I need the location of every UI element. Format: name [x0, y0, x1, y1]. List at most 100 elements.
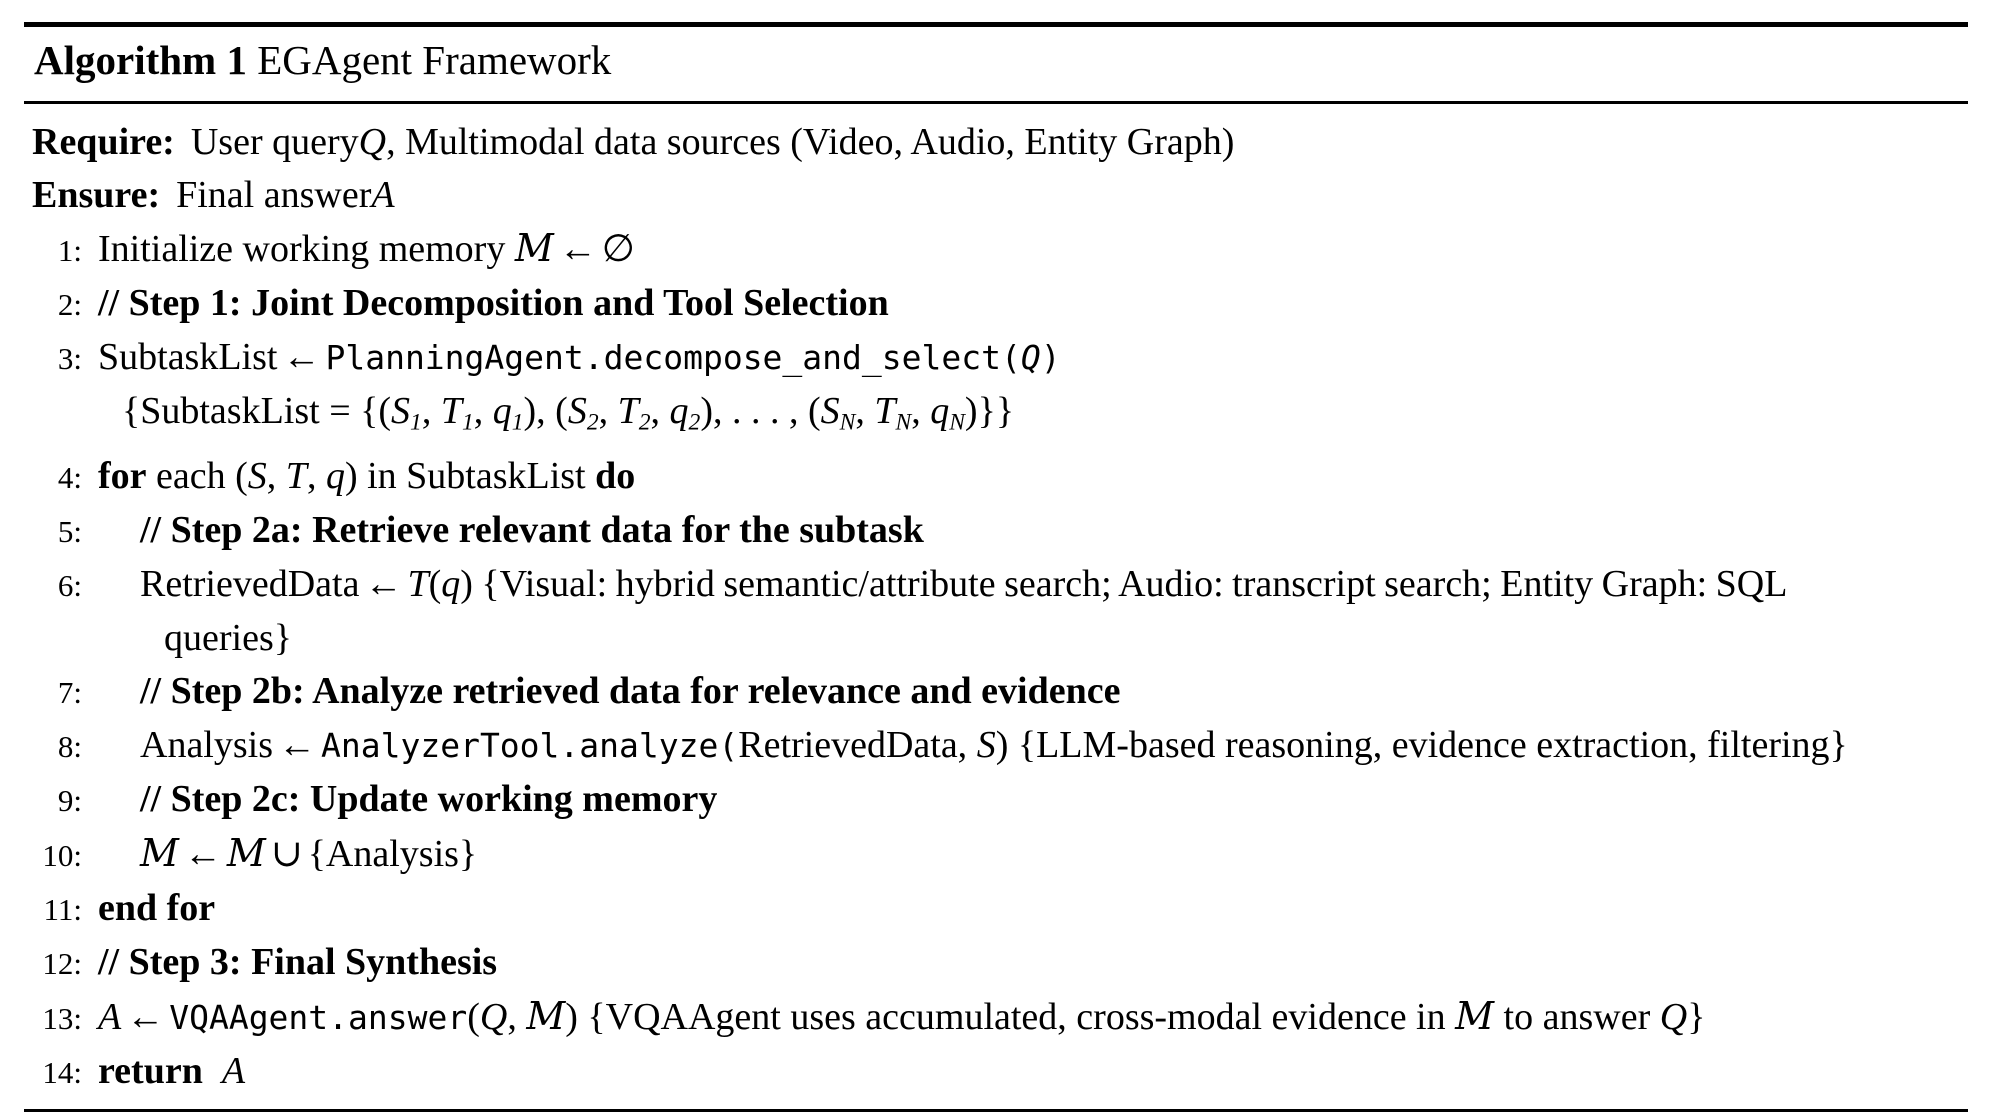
comma-2: , — [306, 454, 326, 497]
step-content: // Step 2c: Update working memory — [98, 773, 1968, 826]
step-content: end for — [98, 886, 216, 929]
algorithm-step-7: 7: // Step 2b: Analyze retrieved data fo… — [24, 665, 1968, 719]
step-number: 4: — [57, 459, 82, 495]
query-symbol: Q — [1659, 995, 1688, 1038]
algorithm-step-6: 6: RetrievedData←T(q) {Visual: hybrid se… — [24, 558, 1968, 612]
analyze-arg2: S — [976, 723, 996, 766]
s1: S — [391, 390, 411, 432]
ensure-answer-var: A — [371, 174, 395, 216]
arg-close: ) — [565, 995, 578, 1038]
step12-comment-text: Step 3: Final Synthesis — [128, 940, 498, 983]
step-content: // Step 1: Joint Decomposition and Tool … — [98, 277, 1968, 330]
arg-close: ) — [460, 562, 473, 605]
step1-text: Initialize working memory — [98, 228, 515, 270]
for-keyword: for — [98, 454, 147, 497]
step-content: // Step 3: Final Synthesis — [98, 936, 1968, 989]
comment-marker: // — [98, 940, 120, 983]
s2: S — [567, 390, 587, 432]
arg-open: ( — [467, 995, 480, 1038]
step-content: SubtaskList←PlanningAgent.decompose_and_… — [98, 331, 1968, 384]
set-open: {SubtaskList = {( — [122, 390, 392, 432]
algorithm-step-5: 5: // Step 2a: Retrieve relevant data fo… — [24, 504, 1968, 558]
algorithm-step-13: 13: A←VQAAgent.answer(Q, M) {VQAAgent us… — [24, 990, 1968, 1045]
step-content: for each (S, T, q) in SubtaskList do — [98, 450, 1968, 503]
step13-note-a: {VQAAgent uses accumulated, cross-modal … — [587, 995, 1456, 1038]
step-number: 11: — [43, 891, 82, 927]
tN-sub: N — [895, 409, 912, 436]
memory-symbol: M — [1455, 993, 1495, 1038]
require-label: Require: — [32, 121, 175, 163]
step-content: // Step 2a: Retrieve relevant data for t… — [98, 504, 1968, 557]
s2-sub: 2 — [586, 409, 599, 436]
step3-lhs: SubtaskList — [98, 336, 278, 378]
assign-arrow: ← — [126, 995, 165, 1038]
assign-arrow: ← — [364, 562, 403, 605]
subtask-var-s: S — [247, 454, 267, 497]
step-content: Initialize working memory M←∅ — [98, 222, 1968, 276]
algorithm-step-8: 8: Analysis←AnalyzerTool.analyze(Retriev… — [24, 719, 1968, 773]
step7-comment-text: Step 2b: Analyze retrieved data for rele… — [170, 669, 1121, 712]
union-symbol: ∪ — [270, 832, 303, 875]
algorithm-step-9: 9: // Step 2c: Update working memory — [24, 773, 1968, 827]
step-content: RetrievedData←T(q) {Visual: hybrid seman… — [98, 558, 1968, 611]
require-query-var: Q — [358, 121, 387, 163]
algorithm-body: Require: User query Q, Multimodal data s… — [24, 104, 1968, 1099]
assign-arrow: ← — [282, 336, 321, 378]
analysis-set: {Analysis} — [307, 832, 478, 875]
q1-sub: 1 — [511, 409, 524, 436]
ensure-line: Ensure: Final answer A — [24, 169, 1968, 222]
answer-var: A — [98, 995, 122, 1038]
step9-comment-text: Step 2c: Update working memory — [170, 777, 718, 820]
algorithm-step-11: 11: end for — [24, 882, 1968, 936]
q2: q — [669, 390, 689, 432]
call-close-paren: ) — [995, 723, 1009, 766]
step-number: 2: — [57, 287, 82, 322]
t2: T — [617, 390, 639, 432]
assign-arrow: ← — [558, 228, 597, 270]
subtasklist-definition: {SubtaskList = {(S1, T1, q1), (S2, T2, q… — [122, 390, 1015, 436]
algorithm-step-10: 10: M←M∪{Analysis} — [24, 827, 1968, 882]
t1: T — [440, 390, 462, 432]
require-text-b: , Multimodal data sources (Video, Audio,… — [386, 121, 1235, 163]
algorithm-title-text: EGAgent Framework — [257, 37, 612, 83]
algorithm-step-2: 2: // Step 1: Joint Decomposition and To… — [24, 277, 1968, 331]
tuple-open: ( — [235, 454, 248, 497]
q2-sub: 2 — [688, 409, 701, 436]
analyzer-tool-call: AnalyzerTool.analyze( — [321, 725, 739, 765]
step8-lhs: Analysis — [140, 723, 273, 766]
vqa-agent-call: VQAAgent.answer — [169, 997, 468, 1037]
step-number: 7: — [57, 674, 82, 710]
s1-sub: 1 — [410, 409, 422, 436]
step-number: 8: — [57, 728, 82, 764]
return-keyword: return — [98, 1049, 203, 1092]
memory-symbol: M — [514, 226, 554, 270]
tool-var-t: T — [285, 454, 307, 497]
return-value: A — [221, 1049, 246, 1092]
step-number: 14: — [42, 1054, 82, 1090]
algorithm-step-1: 1: Initialize working memory M←∅ — [24, 222, 1968, 277]
ensure-text: Final answer — [176, 174, 372, 216]
step-content: // Step 2b: Analyze retrieved data for r… — [98, 665, 1968, 718]
assign-arrow: ← — [183, 832, 222, 875]
in-subtasklist-text: in SubtaskList — [357, 454, 596, 497]
sN-sub: N — [839, 409, 856, 436]
set-close: )}} — [964, 390, 1015, 432]
analyze-arg1: RetrievedData, — [738, 723, 977, 766]
memory-arg: M — [526, 993, 566, 1038]
step-number: 10: — [42, 837, 82, 873]
title-rule — [24, 101, 1968, 104]
algorithm-title: Algorithm 1 EGAgent Framework — [24, 27, 1968, 92]
step-number: 3: — [57, 341, 82, 376]
t2-sub: 2 — [638, 409, 651, 436]
step-content: A←VQAAgent.answer(Q, M) {VQAAgent uses a… — [98, 990, 1968, 1044]
step-number: 12: — [42, 945, 82, 981]
do-keyword: do — [595, 454, 636, 497]
step-content: Analysis←AnalyzerTool.analyze(RetrievedD… — [98, 719, 1968, 772]
comma-1: , — [266, 454, 286, 497]
step-content: M←M∪{Analysis} — [98, 827, 1968, 881]
algorithm-block: Algorithm 1 EGAgent Framework Require: U… — [24, 22, 1968, 1112]
query-arg: q — [441, 562, 461, 605]
require-text-a: User query — [190, 121, 359, 163]
sN: S — [820, 390, 840, 432]
memory-symbol-2: M — [226, 830, 266, 875]
